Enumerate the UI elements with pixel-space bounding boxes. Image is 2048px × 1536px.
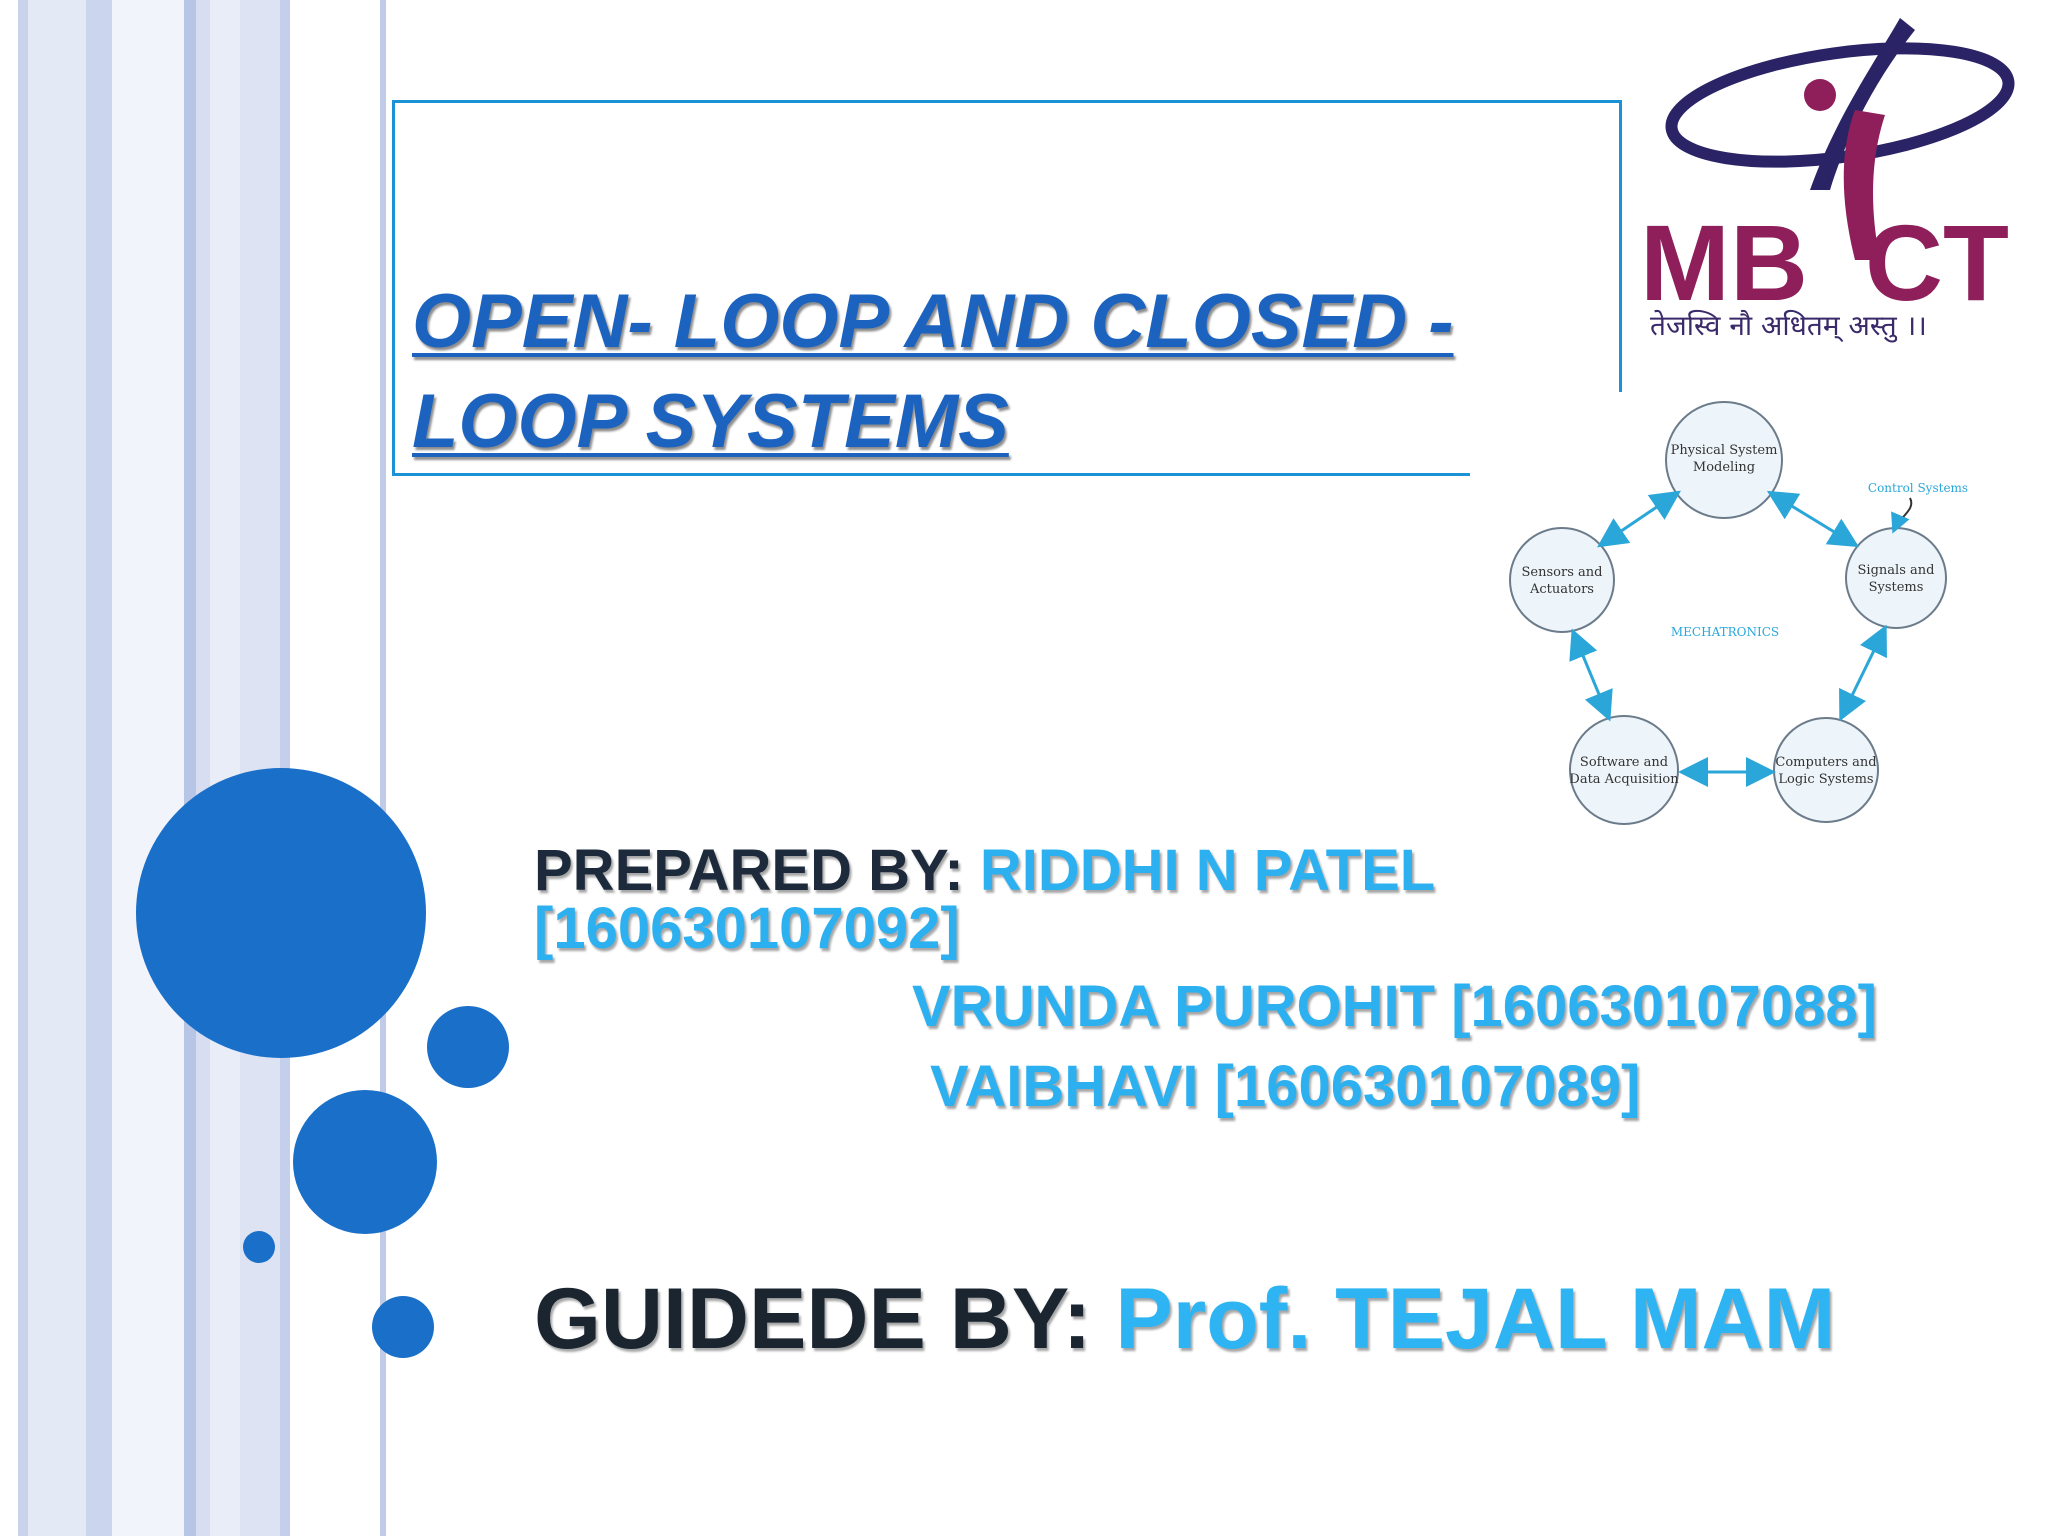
guided-by-label: GUIDEDE BY: bbox=[534, 1271, 1092, 1367]
prepared-by-label: PREPARED BY: bbox=[534, 838, 964, 903]
member-id: [160630107092] bbox=[534, 896, 960, 961]
circle-decoration bbox=[243, 1231, 275, 1263]
stripe-decoration bbox=[18, 0, 28, 1536]
prepared-by-line: [160630107092] bbox=[534, 900, 960, 958]
guide-name: Prof. TEJAL MAM bbox=[1115, 1271, 1836, 1367]
svg-text:CT: CT bbox=[1865, 202, 2009, 323]
prepared-by-line: PREPARED BY: RIDDHI N PATEL bbox=[534, 842, 1435, 900]
circle-decoration bbox=[427, 1006, 509, 1088]
circle-decoration bbox=[136, 768, 426, 1058]
logo-tagline: तेजस्वि नौ अधितम् अस्तु ।। bbox=[1650, 309, 1927, 342]
member-name: VRUNDA PUROHIT [160630107088] bbox=[912, 974, 1877, 1039]
logo-text: MB bbox=[1640, 202, 1808, 323]
stripe-decoration bbox=[0, 0, 18, 1536]
stripe-decoration bbox=[196, 0, 210, 1536]
diagram-center-label: MECHATRONICS bbox=[1671, 625, 1779, 639]
guided-by-line: GUIDEDE BY: Prof. TEJAL MAM bbox=[534, 1274, 1835, 1364]
stripe-decoration bbox=[210, 0, 240, 1536]
slide-title: OPEN- LOOP AND CLOSED - LOOP SYSTEMS bbox=[412, 279, 1454, 464]
stripe-decoration bbox=[112, 0, 184, 1536]
mbict-logo: MB CT bbox=[1640, 18, 2015, 323]
title-frame bbox=[392, 100, 1622, 476]
prepared-by-line: VAIBHAVI [160630107089] bbox=[930, 1058, 1640, 1116]
stripe-decoration bbox=[28, 0, 86, 1536]
stripe-decoration bbox=[184, 0, 196, 1536]
circle-decoration bbox=[372, 1296, 434, 1358]
member-name: RIDDHI N PATEL bbox=[979, 838, 1436, 903]
circle-decoration bbox=[293, 1090, 437, 1234]
stripe-decoration bbox=[86, 0, 112, 1536]
member-name: VAIBHAVI [160630107089] bbox=[930, 1054, 1641, 1119]
diagram-annotation: Control Systems bbox=[1868, 481, 1968, 495]
stripe-decoration bbox=[380, 0, 386, 1536]
prepared-by-line: VRUNDA PUROHIT [160630107088] bbox=[912, 978, 1877, 1036]
